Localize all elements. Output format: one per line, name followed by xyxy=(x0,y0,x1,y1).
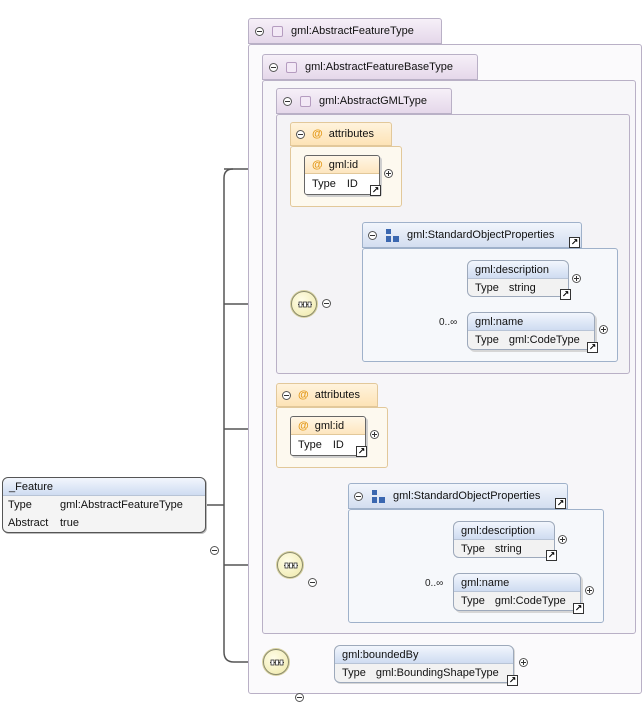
complex-type-label: gml:AbstractFeatureType xyxy=(291,25,414,37)
type-label: Type xyxy=(475,282,499,294)
expand-plus-icon[interactable] xyxy=(384,169,393,178)
collapse-icon[interactable] xyxy=(210,546,219,555)
goto-arrow-icon[interactable]: ↗ xyxy=(573,603,584,614)
root-element-feature[interactable]: _Feature Type gml:AbstractFeatureType Abs… xyxy=(2,477,206,533)
attribute-name: gml:id xyxy=(314,419,345,432)
element-name: gml:name xyxy=(468,313,594,331)
group-icon xyxy=(372,489,385,503)
collapse-icon[interactable] xyxy=(322,299,331,308)
root-element-name: _Feature xyxy=(3,478,205,496)
collapse-icon[interactable] xyxy=(255,26,264,36)
sequence-icon[interactable] xyxy=(263,649,289,675)
type-value: ID xyxy=(346,178,358,190)
at-sign-icon: @ xyxy=(312,158,323,171)
complex-type-label: gml:AbstractGMLType xyxy=(319,95,427,107)
complex-type-icon xyxy=(272,25,283,37)
multiplicity-label: 0..∞ xyxy=(439,317,458,328)
expand-plus-icon[interactable] xyxy=(585,586,594,595)
element-name: gml:description xyxy=(468,261,568,279)
type-label: Type xyxy=(475,334,499,346)
type-label: Type xyxy=(461,543,485,555)
goto-arrow-icon[interactable]: ↗ xyxy=(587,342,598,353)
goto-arrow-icon[interactable]: ↗ xyxy=(555,498,566,509)
complex-type-tab-abstract-feature[interactable]: gml:AbstractFeatureType xyxy=(248,18,442,44)
expand-plus-icon[interactable] xyxy=(599,325,608,334)
element-gml-name[interactable]: gml:name Type gml:CodeType xyxy=(467,312,595,350)
attributes-label: attributes xyxy=(328,128,374,140)
element-name: gml:description xyxy=(454,522,554,540)
element-gml-name[interactable]: gml:name Type gml:CodeType xyxy=(453,573,581,611)
collapse-icon[interactable] xyxy=(282,390,291,400)
at-sign-icon: @ xyxy=(298,419,309,432)
group-label: gml:StandardObjectProperties xyxy=(393,490,541,502)
group-tab-standard-object-properties[interactable]: gml:StandardObjectProperties xyxy=(362,222,582,248)
complex-type-label: gml:AbstractFeatureBaseType xyxy=(305,61,453,73)
attributes-tab[interactable]: @ attributes xyxy=(290,122,392,146)
sequence-icon[interactable] xyxy=(277,552,303,578)
group-label: gml:StandardObjectProperties xyxy=(407,229,555,241)
collapse-icon[interactable] xyxy=(283,96,292,106)
at-sign-icon: @ xyxy=(298,389,309,401)
attribute-gml-id[interactable]: @ gml:id Type ID xyxy=(290,416,366,456)
attribute-name: gml:id xyxy=(328,158,359,171)
type-value: string xyxy=(508,282,536,294)
expand-plus-icon[interactable] xyxy=(572,274,581,283)
type-value: gml:BoundingShapeType xyxy=(375,667,499,679)
goto-arrow-icon[interactable]: ↗ xyxy=(569,237,580,248)
abstract-label: Abstract xyxy=(8,517,49,529)
collapse-icon[interactable] xyxy=(296,129,305,139)
type-label: Type xyxy=(342,667,366,679)
type-value: gml:CodeType xyxy=(508,334,580,346)
attributes-tab[interactable]: @ attributes xyxy=(276,383,378,407)
goto-arrow-icon[interactable]: ↗ xyxy=(560,289,571,300)
at-sign-icon: @ xyxy=(312,128,323,140)
type-value: gml:AbstractFeatureType xyxy=(60,499,183,511)
complex-type-icon xyxy=(300,95,311,107)
goto-arrow-icon[interactable]: ↗ xyxy=(370,185,381,196)
goto-arrow-icon[interactable]: ↗ xyxy=(507,675,518,686)
element-name: gml:boundedBy xyxy=(335,646,513,664)
type-value: gml:CodeType xyxy=(494,595,566,607)
type-label: Type xyxy=(312,178,336,190)
type-value: ID xyxy=(332,439,344,451)
element-gml-description[interactable]: gml:description Type string xyxy=(467,260,569,297)
attribute-gml-id[interactable]: @ gml:id Type ID xyxy=(304,155,380,195)
complex-type-tab-abstract-gml[interactable]: gml:AbstractGMLType xyxy=(276,88,452,114)
expand-plus-icon[interactable] xyxy=(558,535,567,544)
complex-type-tab-abstract-feature-base[interactable]: gml:AbstractFeatureBaseType xyxy=(262,54,478,80)
type-label: Type xyxy=(8,499,32,511)
sequence-icon[interactable] xyxy=(291,291,317,317)
goto-arrow-icon[interactable]: ↗ xyxy=(546,550,557,561)
collapse-icon[interactable] xyxy=(269,62,278,72)
expand-plus-icon[interactable] xyxy=(519,658,528,667)
collapse-icon[interactable] xyxy=(354,491,363,501)
element-name: gml:name xyxy=(454,574,580,592)
expand-plus-icon[interactable] xyxy=(370,430,379,439)
group-tab-standard-object-properties[interactable]: gml:StandardObjectProperties xyxy=(348,483,568,509)
abstract-value: true xyxy=(60,517,79,529)
type-value: string xyxy=(494,543,522,555)
type-label: Type xyxy=(461,595,485,607)
attributes-label: attributes xyxy=(314,389,360,401)
collapse-icon[interactable] xyxy=(308,578,317,587)
collapse-icon[interactable] xyxy=(368,230,377,240)
group-icon xyxy=(386,228,399,242)
type-label: Type xyxy=(298,439,322,451)
goto-arrow-icon[interactable]: ↗ xyxy=(356,446,367,457)
complex-type-icon xyxy=(286,61,297,73)
element-gml-bounded-by[interactable]: gml:boundedBy Type gml:BoundingShapeType xyxy=(334,645,514,683)
multiplicity-label: 0..∞ xyxy=(425,578,444,589)
element-gml-description[interactable]: gml:description Type string xyxy=(453,521,555,558)
